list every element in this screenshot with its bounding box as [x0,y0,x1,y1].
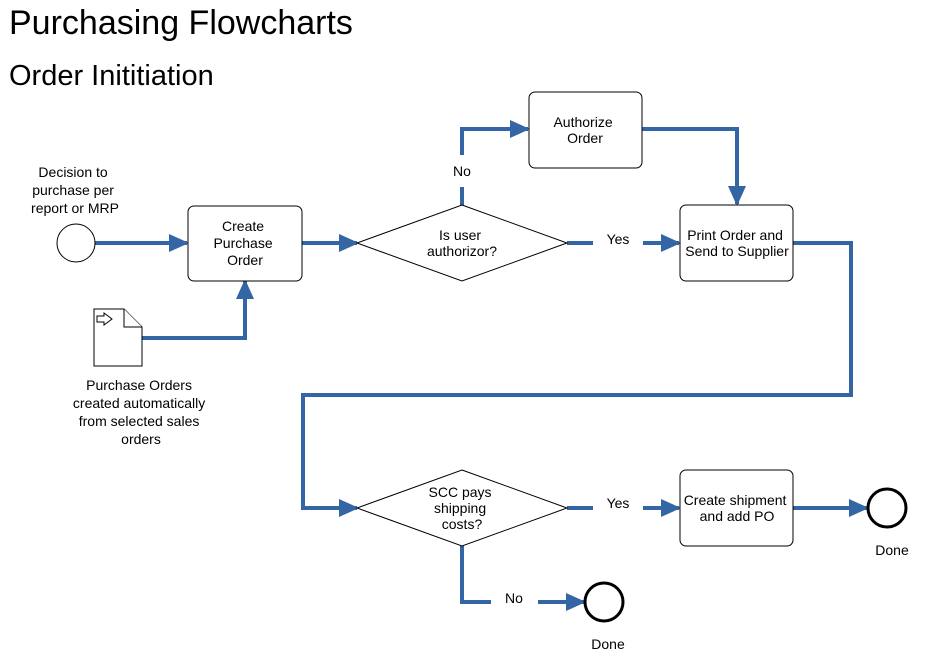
done-label-2: Done [591,636,625,652]
edge-no-up-to-authorize [460,120,530,155]
edge-doc-to-create [142,279,254,340]
create-shipment-label: Create shipment and add PO [684,492,791,524]
is-authorizor-decision [355,204,569,282]
edge-label-no-2: No [505,590,523,606]
authorize-order-label: Authorize Order [553,114,616,146]
start-event-circle [56,223,96,263]
print-order-box [679,204,794,282]
scc-pays-decision [355,469,569,547]
scc-pays-label: SCC pays shipping costs? [429,484,496,532]
edge-print-to-scc [301,241,853,517]
done-label-1: Done [875,542,909,558]
edge-scc-no [460,546,491,604]
end-event-circle-1 [866,487,908,529]
edge-label-no-1: No [453,163,471,179]
is-authorizor-label: Is user authorizor? [427,227,497,259]
print-order-label: Print Order and Send to Supplier [685,227,789,259]
create-purchase-order-label: Create Purchase Order [213,218,276,268]
authorize-order-box [528,91,643,169]
create-shipment-box [679,469,794,547]
edge-label-yes-1: Yes [607,231,630,247]
page-subtitle: Order Inititiation [9,60,214,92]
create-purchase-order-box [187,205,303,282]
edge-authorize-to-print [642,127,746,206]
page-title: Purchasing Flowcharts [9,4,353,42]
document-icon [93,308,143,367]
start-label: Decision to purchase per report or MRP [31,164,119,216]
auto-po-label: Purchase Orders created automatically fr… [73,377,209,447]
edge-label-yes-2: Yes [607,495,630,511]
end-event-circle-2 [583,581,625,623]
